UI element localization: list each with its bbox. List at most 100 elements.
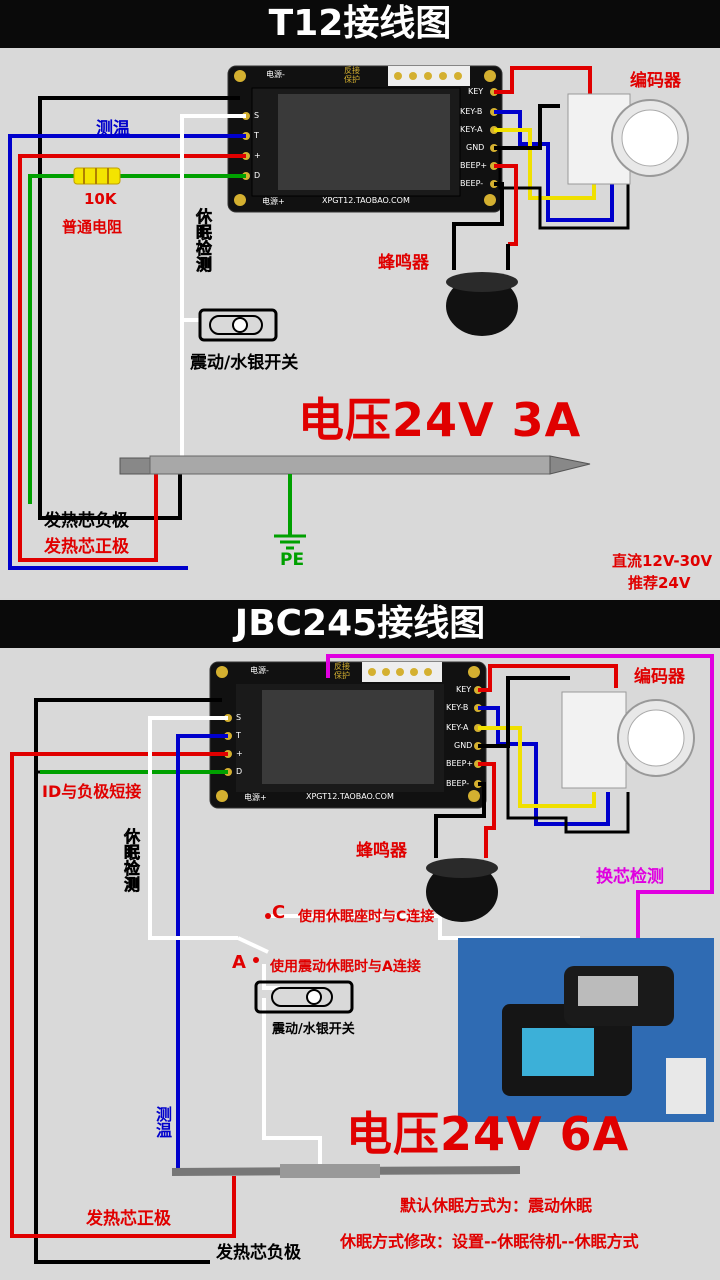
t12-pin-d: D <box>254 171 261 180</box>
t12-title-banner: T12接线图 <box>0 0 720 48</box>
jbc-wire-key-b <box>478 706 610 826</box>
t12-mount-hole <box>234 70 246 82</box>
t12-wire-beep-plus <box>494 164 518 246</box>
t12-mount-hole <box>484 194 496 206</box>
t12-board-power-plus: 电源+ <box>262 197 285 206</box>
t12-wire-key <box>494 66 592 106</box>
jbc-board-power-plus: 电源+ <box>244 793 267 802</box>
t12-mount-hole <box>484 70 496 82</box>
jbc-sleep-label: 休眠检测 <box>121 828 141 893</box>
t12-pin-gnd: GND <box>466 143 485 152</box>
jbc-board-protect: 反接 保护 <box>334 662 350 680</box>
t12-title: T12接线图 <box>268 3 452 44</box>
jbc-encoder-body <box>561 691 627 789</box>
jbc-temp-label: 测温 <box>153 1106 172 1138</box>
jbc-wire-swap-detect <box>326 654 714 958</box>
t12-board-url: XPGT12.TAOBAO.COM <box>322 196 410 205</box>
t12-dc-recommend: 推荐24V <box>628 574 691 592</box>
t12-board-protect: 反接 保护 <box>344 66 360 84</box>
jbc-wire-heater-positive <box>10 752 236 1238</box>
t12-mount-hole <box>234 194 246 206</box>
t12-wire-heater-positive <box>18 154 246 562</box>
jbc-a-text: 使用震动休眠时与A连接 <box>270 959 421 975</box>
t12-dc-range: 直流12V-30V <box>612 552 713 570</box>
jbc-title: JBC245接线图 <box>234 603 486 644</box>
jbc-diagram: 电源- 电源+ 反接 保护 XPGT12.TAOBAO.COM S T + D … <box>0 648 720 1280</box>
t12-pin-t: T <box>254 131 259 140</box>
jbc-wire-temp <box>176 734 228 1168</box>
t12-pe-label: PE <box>280 550 305 570</box>
jbc-pin-beep-plus: BEEP+ <box>446 759 474 768</box>
jbc-selector-switch <box>237 936 269 954</box>
jbc-pin-t: T <box>236 731 241 740</box>
jbc-board-power-minus: 电源- <box>250 666 269 675</box>
jbc-default-sleep: 默认休眠方式为：震动休眠 <box>400 1196 593 1215</box>
t12-pin-key-a: KEY-A <box>460 125 483 134</box>
t12-pin-plus: + <box>254 151 261 160</box>
t12-wire-key-b <box>494 110 614 222</box>
jbc-buzzer <box>426 862 498 922</box>
jbc-switch-label: 震动/水银开关 <box>272 1022 355 1037</box>
t12-wire-key-a <box>494 128 596 200</box>
jbc-id-label: ID与负极短接 <box>42 782 142 801</box>
jbc-pin-beep-minus: BEEP- <box>446 779 470 788</box>
jbc-wire-gnd <box>478 676 570 748</box>
t12-switch-label: 震动/水银开关 <box>190 353 299 373</box>
t12-wire-gnd <box>494 104 560 150</box>
jbc-a-letter: A <box>232 952 246 973</box>
t12-pin-key-b: KEY-B <box>460 107 483 116</box>
jbc-negative-label: 发热芯负极 <box>216 1243 301 1263</box>
t12-wire-heater-negative <box>38 96 240 520</box>
t12-wire-beep-minus <box>452 182 504 270</box>
jbc-wire-key <box>478 664 618 692</box>
t12-resistor-label: 普通电阻 <box>62 218 123 236</box>
jbc-pin-gnd: GND <box>454 741 473 750</box>
t12-wire-id <box>28 174 246 504</box>
t12-pin-beep-plus: BEEP+ <box>460 161 488 170</box>
jbc-pin-s: S <box>236 713 242 722</box>
jbc-wire-beep-plus <box>478 762 496 858</box>
t12-voltage: 电压24V 3A <box>298 393 582 447</box>
jbc-c-text: 使用休眠座时与C连接 <box>298 909 435 925</box>
jbc-pin-key-a: KEY-A <box>446 723 469 732</box>
t12-sleep-label: 休眠检测 <box>193 208 213 273</box>
jbc-modify-sleep: 休眠方式修改：设置--休眠待机--休眠方式 <box>340 1232 639 1251</box>
t12-tip-handle <box>119 457 151 475</box>
t12-pin-s: S <box>254 111 260 120</box>
jbc-positive-label: 发热芯正极 <box>86 1209 171 1229</box>
t12-positive-label: 发热芯正极 <box>44 537 129 557</box>
jbc-pin-d: D <box>236 767 243 776</box>
t12-resistor-value: 10K <box>84 190 117 208</box>
jbc-pin-key: KEY <box>456 685 472 694</box>
t12-negative-label: 发热芯负极 <box>44 511 129 531</box>
t12-buzzer-label: 蜂鸣器 <box>378 253 429 273</box>
t12-wiring-svg <box>8 65 689 570</box>
t12-diagram: 电源- 电源+ 反接 保护 XPGT12.TAOBAO.COM S T + D … <box>0 48 720 598</box>
t12-wire-temp <box>8 134 246 570</box>
t12-pin-beep-minus: BEEP- <box>460 179 484 188</box>
jbc-encoder-label: 编码器 <box>634 667 685 687</box>
jbc-vibration-switch <box>254 980 354 1014</box>
t12-board-power-minus: 电源- <box>266 70 285 79</box>
jbc-display-screen <box>262 690 434 784</box>
jbc-swap-label: 换芯检测 <box>596 867 664 887</box>
t12-temp-label: 测温 <box>96 119 130 139</box>
t12-wire-sleep <box>180 114 246 322</box>
jbc-wire-sleep <box>148 716 238 940</box>
t12-display-screen <box>278 94 450 190</box>
t12-pin-key: KEY <box>468 87 484 96</box>
jbc-c-letter: C <box>272 902 286 923</box>
jbc-pin-key-b: KEY-B <box>446 703 469 712</box>
jbc-title-banner: JBC245接线图 <box>0 600 720 648</box>
t12-encoder-label: 编码器 <box>630 71 681 91</box>
jbc-wiring-svg <box>10 654 714 1264</box>
jbc-buzzer-label: 蜂鸣器 <box>356 841 407 861</box>
t12-buzzer <box>446 276 518 336</box>
t12-vibration-switch <box>198 308 278 342</box>
jbc-wire-heater-negative <box>34 698 222 1264</box>
jbc-wire-beep-minus <box>434 782 486 858</box>
jbc-pin-plus: + <box>236 749 243 758</box>
t12-soldering-tip <box>149 455 551 475</box>
jbc-board-url: XPGT12.TAOBAO.COM <box>306 792 394 801</box>
jbc-voltage: 电压24V 6A <box>346 1107 630 1161</box>
